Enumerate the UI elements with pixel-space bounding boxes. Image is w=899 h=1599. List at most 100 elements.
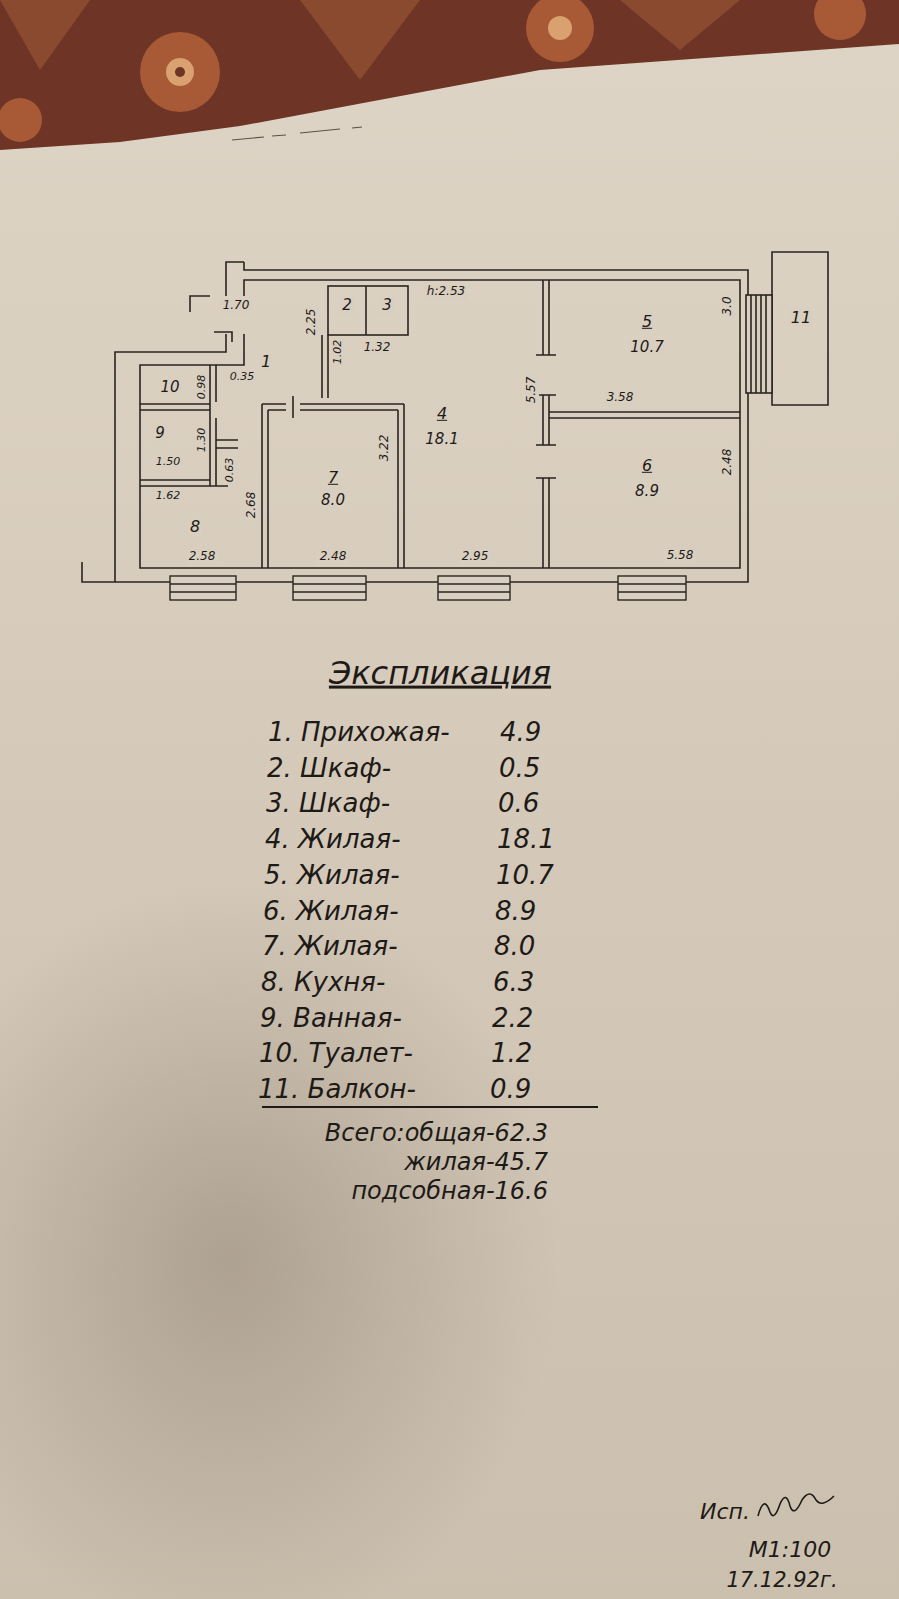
ceiling-height: h:2.53 bbox=[425, 285, 467, 299]
explication-area: 0.5 bbox=[499, 754, 540, 784]
plan-line bbox=[210, 365, 216, 486]
dimension-label: 1.02 bbox=[332, 338, 345, 367]
plan-line bbox=[751, 295, 766, 393]
room-number: 3 bbox=[380, 297, 394, 314]
plan-line bbox=[140, 32, 220, 112]
window-symbols bbox=[170, 576, 686, 600]
dimension-label: 1.70 bbox=[221, 299, 252, 313]
total-area: Всего:общая-62.3 bbox=[325, 1120, 548, 1148]
dimension-label: 3.22 bbox=[378, 433, 392, 464]
room-number: 1 bbox=[259, 353, 273, 371]
plan-line bbox=[814, 0, 866, 40]
explication-area: 2.2 bbox=[492, 1004, 533, 1034]
explication-area: 8.0 bbox=[494, 932, 535, 962]
plan-line bbox=[543, 280, 549, 568]
dimension-label: 1.50 bbox=[154, 456, 183, 469]
room-number: 5 bbox=[640, 313, 654, 331]
dimension-label: 2.25 bbox=[305, 307, 319, 338]
room-number: 8 bbox=[188, 518, 202, 536]
explication-area: 0.6 bbox=[498, 789, 539, 819]
explication-area: 18.1 bbox=[497, 825, 555, 855]
explication-room: 9. Ванная- bbox=[260, 1004, 402, 1034]
plan-line bbox=[536, 355, 556, 478]
explication-area: 4.9 bbox=[500, 718, 541, 748]
explication-area: 1.2 bbox=[491, 1039, 532, 1069]
room-number: 2 bbox=[340, 297, 354, 314]
plan-line bbox=[293, 584, 366, 592]
explication-area: 8.9 bbox=[495, 897, 536, 927]
plan-line bbox=[170, 584, 236, 592]
plan-line bbox=[772, 252, 828, 405]
plan-line bbox=[365, 286, 367, 335]
plan-line bbox=[618, 584, 686, 592]
explication-room: 5. Жилая- bbox=[264, 861, 400, 891]
plan-line bbox=[293, 576, 366, 600]
room-area: 18.1 bbox=[423, 431, 460, 448]
dimension-label: 3.58 bbox=[605, 391, 636, 405]
signature bbox=[758, 1494, 834, 1516]
room-number: 9 bbox=[153, 425, 167, 442]
plan-line bbox=[82, 262, 748, 582]
room-area: 8.0 bbox=[319, 492, 347, 509]
plan-line bbox=[226, 262, 244, 296]
plan-line bbox=[216, 440, 238, 448]
explication-room: 11. Балкон- bbox=[258, 1075, 416, 1105]
room-number: 10 bbox=[158, 379, 181, 396]
plan-line bbox=[328, 286, 408, 335]
table-rule bbox=[262, 1106, 598, 1108]
plan-line bbox=[140, 280, 740, 568]
plan-line bbox=[618, 576, 686, 600]
dimension-label: 1.30 bbox=[196, 426, 209, 455]
explication-room: 2. Шкаф- bbox=[267, 754, 391, 784]
room-area: 10.7 bbox=[628, 339, 665, 356]
dimension-label: 0.35 bbox=[228, 371, 257, 384]
stamp-text: Исп. bbox=[700, 1499, 750, 1524]
dimension-label: 1.32 bbox=[362, 341, 393, 355]
dimension-label: 1.62 bbox=[154, 490, 183, 503]
dimension-label: 0.63 bbox=[224, 456, 237, 485]
total-area: жилая-45.7 bbox=[404, 1149, 548, 1177]
plan-line bbox=[262, 404, 268, 568]
room-number: 7 bbox=[326, 469, 340, 487]
date-note: 17.12.92г. bbox=[726, 1568, 837, 1592]
explication-room: 10. Туалет- bbox=[259, 1039, 413, 1069]
explication-room: 1. Прихожая- bbox=[268, 718, 450, 748]
dimension-label: 0.98 bbox=[196, 373, 209, 402]
dimension-label: 2.95 bbox=[460, 550, 491, 564]
plan-line bbox=[746, 295, 772, 393]
plan-line bbox=[262, 404, 404, 410]
plan-line bbox=[0, 98, 42, 142]
plan-line bbox=[170, 576, 236, 600]
plan-line bbox=[549, 412, 740, 418]
plan-line bbox=[438, 584, 510, 592]
room-area: 8.9 bbox=[633, 483, 661, 500]
dimension-label: 2.48 bbox=[318, 550, 349, 564]
plan-line bbox=[292, 396, 294, 418]
room-number: 6 bbox=[640, 457, 654, 475]
dimension-label: 2.58 bbox=[187, 550, 218, 564]
explication-room: 7. Жилая- bbox=[262, 932, 398, 962]
explication-room: 3. Шкаф- bbox=[266, 789, 390, 819]
explication-area: 6.3 bbox=[493, 968, 534, 998]
room-number: 11 bbox=[789, 309, 813, 327]
dimension-label: 5.58 bbox=[665, 549, 696, 563]
plan-line bbox=[322, 335, 328, 398]
dimension-label: 3.0 bbox=[721, 294, 735, 317]
plan-line bbox=[166, 58, 194, 86]
table-title: Экспликация bbox=[329, 655, 551, 692]
room-number: 4 bbox=[435, 405, 449, 423]
plan-line bbox=[140, 404, 210, 410]
explication-room: 8. Кухня- bbox=[261, 968, 385, 998]
explication-room: 4. Жилая- bbox=[265, 825, 401, 855]
dimension-label: 2.68 bbox=[245, 490, 259, 521]
plan-line bbox=[140, 480, 228, 486]
plan-line bbox=[526, 0, 594, 62]
explication-room: 6. Жилая- bbox=[263, 897, 399, 927]
explication-area: 0.9 bbox=[490, 1075, 531, 1105]
paper-mark bbox=[232, 127, 362, 140]
plan-line bbox=[438, 576, 510, 600]
plan-line bbox=[175, 67, 185, 77]
plan-walls bbox=[82, 252, 828, 582]
plan-line bbox=[548, 16, 572, 40]
